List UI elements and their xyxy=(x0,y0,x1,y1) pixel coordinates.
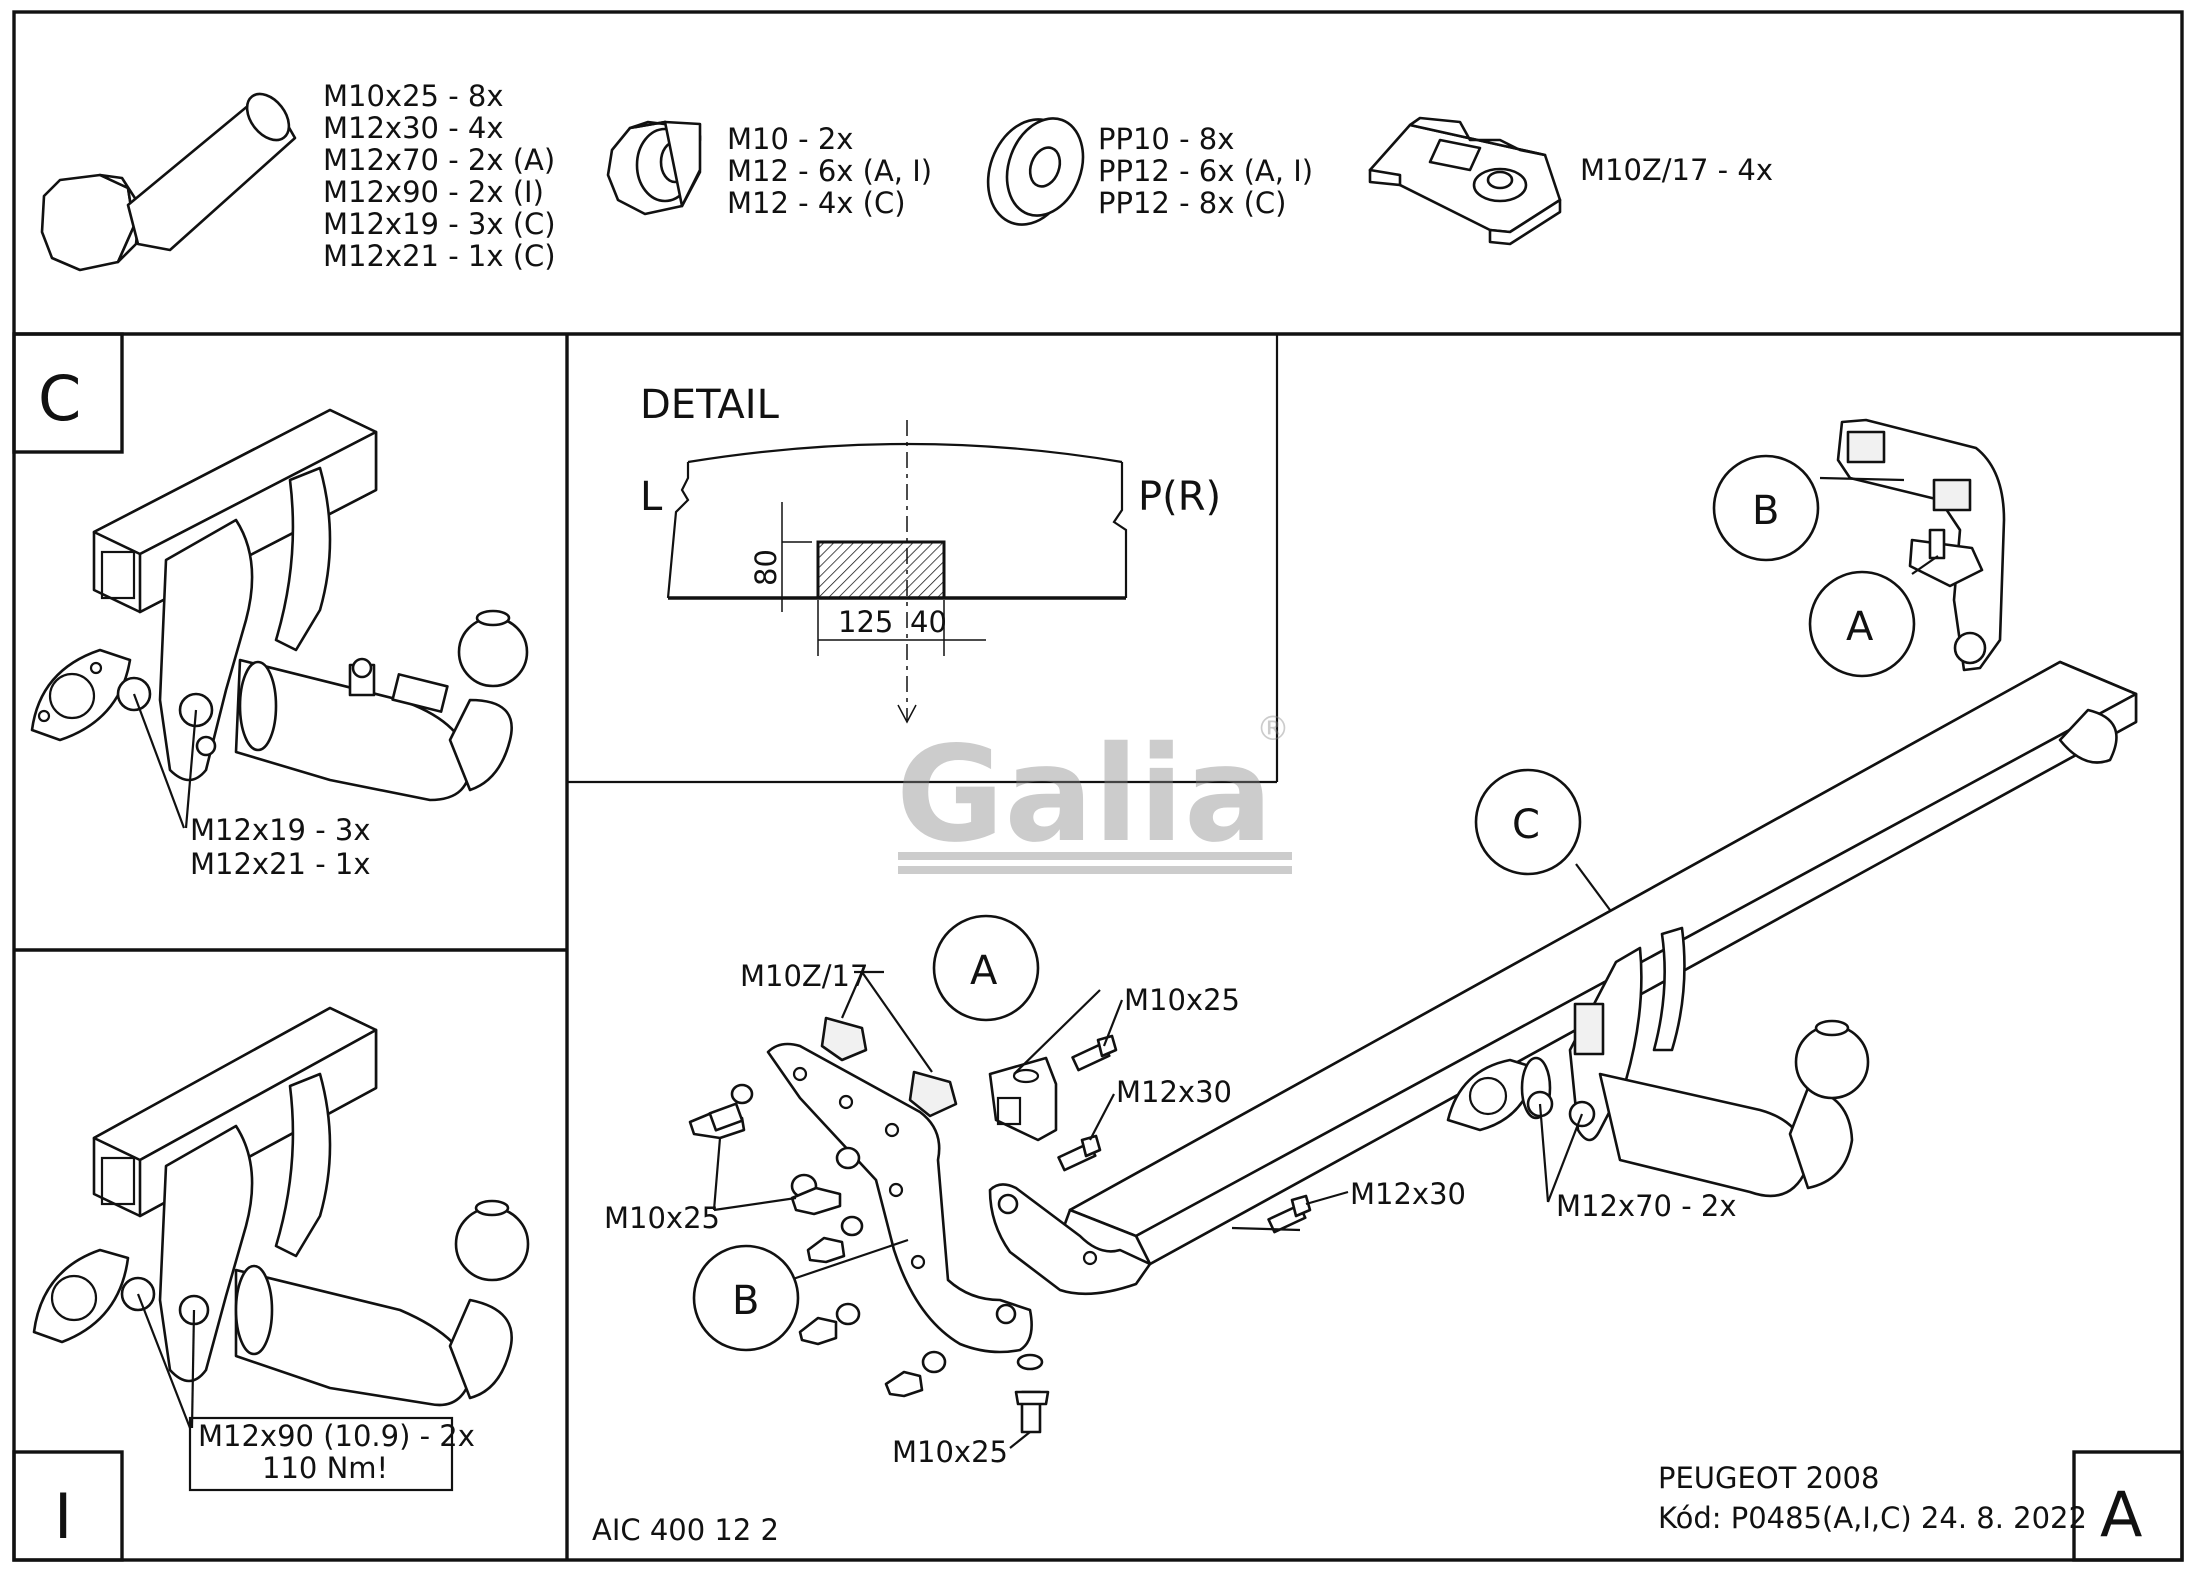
washer-spec-1: PP10 - 8x xyxy=(1098,122,1234,156)
footer-vehicle: PEUGEOT 2008 xyxy=(1658,1461,1879,1495)
main-tag: A xyxy=(2100,1478,2142,1551)
fastener-stack xyxy=(688,1034,1312,1434)
panel-i-torque-label: 110 Nm! xyxy=(262,1451,388,1485)
galia-logo-text: Galia xyxy=(896,718,1273,872)
callout-b-mid xyxy=(692,1244,800,1352)
label-m12x70: M12x70 - 2x xyxy=(1556,1189,1737,1223)
callout-a-top-label: A xyxy=(1846,604,1874,650)
detail-dim-height: 80 xyxy=(749,549,783,586)
callout-c-bar-label: C xyxy=(1512,802,1540,848)
license-plate-zone xyxy=(816,540,946,600)
bolt-spec-6: M12x21 - 1x (C) xyxy=(323,239,556,273)
panel-i-tag-box xyxy=(12,1450,124,1562)
main-assembly: A xyxy=(604,418,2184,1562)
panel-c: C xyxy=(12,332,529,881)
hex-bolt-icon xyxy=(40,92,297,272)
footer-code-left: AIC 400 12 2 xyxy=(592,1513,779,1547)
callout-a-mid xyxy=(932,914,1040,1022)
hex-nut-icon xyxy=(606,120,702,216)
bolt-spec-4: M12x90 - 2x (I) xyxy=(323,175,544,209)
label-m10x25-top: M10x25 xyxy=(1124,983,1240,1017)
detail-title: DETAIL xyxy=(640,382,780,428)
parts-list: M10x25 - 8x M12x30 - 4x M12x70 - 2x (A) … xyxy=(40,79,1773,273)
detail-dim-width-2: 40 xyxy=(910,605,947,639)
label-m12x30-top: M12x30 xyxy=(1116,1075,1232,1109)
torque-note-box xyxy=(188,1416,454,1492)
callout-b-top xyxy=(1712,454,1820,562)
callout-b-top-label: B xyxy=(1752,488,1779,534)
washer-spec-2: PP12 - 6x (A, I) xyxy=(1098,154,1313,188)
detail-panel: DETAIL L P(R) 80 125 40 xyxy=(640,382,1221,724)
label-m10z17: M10Z/17 xyxy=(740,959,868,993)
cage-nut-spec: M10Z/17 - 4x xyxy=(1580,153,1773,187)
main-tag-box xyxy=(2072,1450,2184,1562)
panel-c-tag-box xyxy=(12,332,124,454)
panel-i-tag: I xyxy=(54,1480,72,1553)
cage-nut-icon xyxy=(1368,116,1562,246)
washer-spec-3: PP12 - 8x (C) xyxy=(1098,186,1287,220)
bolt-spec-5: M12x19 - 3x (C) xyxy=(323,207,556,241)
detail-left-label: L xyxy=(640,474,663,520)
panel-c-bolt-label-2: M12x21 - 1x xyxy=(190,847,371,881)
bolt-spec-1: M10x25 - 8x xyxy=(323,79,504,113)
bolt-spec-2: M12x30 - 4x xyxy=(323,111,504,145)
nut-spec-3: M12 - 4x (C) xyxy=(727,186,906,220)
panel-c-tag: C xyxy=(38,362,81,435)
label-m10x25-bottom: M10x25 xyxy=(892,1435,1008,1469)
label-m10x25-left: M10x25 xyxy=(604,1201,720,1235)
callout-b-mid-label: B xyxy=(732,1278,759,1324)
galia-logo-reg: ® xyxy=(1256,709,1290,749)
callout-c-bar xyxy=(1474,768,1582,876)
tow-hitch-fixed-illustration xyxy=(32,1006,530,1429)
flat-washer-icon xyxy=(986,117,1085,226)
nut-spec-1: M10 - 2x xyxy=(727,122,853,156)
bolt-spec-3: M12x70 - 2x (A) xyxy=(323,143,555,177)
panel-c-bolt-label-1: M12x19 - 3x xyxy=(190,813,371,847)
detail-right-label: P(R) xyxy=(1138,474,1221,520)
callout-a-mid-label: A xyxy=(970,948,998,994)
tow-hitch-detachable-illustration xyxy=(30,408,529,829)
footer-code-right: Kód: P0485(A,I,C) 24. 8. 2022 xyxy=(1658,1501,2087,1535)
galia-logo: Galia ® xyxy=(896,709,1292,874)
panel-i: I M12x90 (10.9) - 2x 110 Nm! xyxy=(12,1006,530,1562)
detail-dim-width-1: 125 xyxy=(838,605,893,639)
callout-a-top xyxy=(1808,570,1916,678)
label-m12x30-bar: M12x30 xyxy=(1350,1177,1466,1211)
nut-spec-2: M12 - 6x (A, I) xyxy=(727,154,932,188)
panel-i-bolt-label: M12x90 (10.9) - 2x xyxy=(198,1419,475,1453)
drawing-frame xyxy=(12,10,2184,1562)
